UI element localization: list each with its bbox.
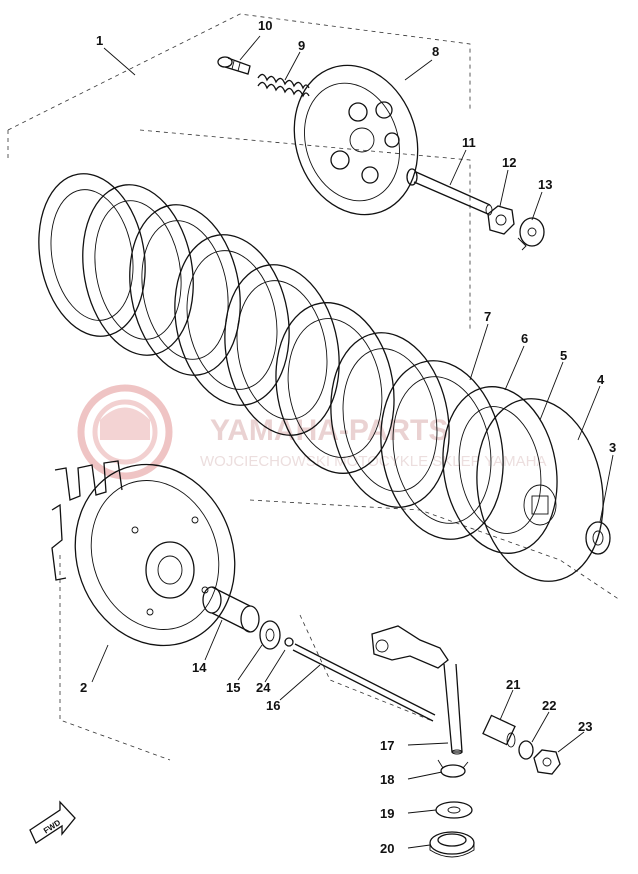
part-5-clutch-boss <box>442 386 558 554</box>
callout-4: 4 <box>597 372 605 387</box>
part-3-washer <box>585 521 611 555</box>
part-11-push-rod <box>406 168 493 216</box>
callout-20: 20 <box>380 841 394 856</box>
watermark-subtitle: WOJCIECHOWSKI MOTOCYKLE SKLEP YAMAHA <box>200 453 546 470</box>
callout-12: 12 <box>502 155 516 170</box>
watermark-logo <box>77 384 173 480</box>
callout-14: 14 <box>192 660 207 675</box>
part-13-lock-washer <box>517 217 545 251</box>
part-20-oil-seal <box>429 831 475 858</box>
assembly-outline <box>7 13 621 761</box>
part-8-pressure-plate <box>293 64 419 216</box>
callout-7: 7 <box>484 309 491 324</box>
part-18-spring-clip <box>437 759 469 778</box>
clutch-plate-stack <box>38 173 504 540</box>
callout-15: 15 <box>226 680 240 695</box>
callout-22: 22 <box>542 698 556 713</box>
part-19-washer <box>435 801 473 819</box>
callout-6: 6 <box>521 331 528 346</box>
callout-24: 24 <box>256 680 271 695</box>
callout-23: 23 <box>578 719 592 734</box>
watermark: YAMAHA-PARTS WOJCIECHOWSKI MOTOCYKLE SKL… <box>77 384 546 480</box>
part-4-disc <box>476 398 604 582</box>
fwd-arrow-icon: FWD <box>29 800 76 844</box>
part-17-push-lever-shaft <box>371 625 463 755</box>
part-15-washer <box>259 620 281 650</box>
callout-3: 3 <box>609 440 616 455</box>
part-10-bolt <box>217 56 251 75</box>
callout-8: 8 <box>432 44 439 59</box>
callout-11: 11 <box>462 135 476 150</box>
part-16-push-rod <box>292 643 436 722</box>
callout-18: 18 <box>380 772 394 787</box>
callout-9: 9 <box>298 38 305 53</box>
part-23-nut <box>533 749 561 775</box>
leader-lines <box>91 35 614 849</box>
watermark-title: YAMAHA-PARTS <box>210 414 448 447</box>
callout-13: 13 <box>538 177 552 192</box>
part-21-adjuster <box>482 714 516 748</box>
part-9-spring <box>257 73 310 98</box>
callout-2: 2 <box>80 680 87 695</box>
part-24-ball <box>284 637 294 647</box>
callout-1: 1 <box>96 33 103 48</box>
callout-16: 16 <box>266 698 280 713</box>
part-2-clutch-housing <box>51 460 236 647</box>
callout-21: 21 <box>506 677 520 692</box>
callouts: 1 2 3 4 5 6 7 8 9 10 11 12 13 14 15 16 1… <box>80 18 616 856</box>
part-14-spacer <box>202 586 260 633</box>
callout-19: 19 <box>380 806 394 821</box>
callout-17: 17 <box>380 738 394 753</box>
callout-5: 5 <box>560 348 567 363</box>
part-22-circlip <box>518 740 534 760</box>
part-12-nut <box>487 205 515 235</box>
callout-10: 10 <box>258 18 272 33</box>
